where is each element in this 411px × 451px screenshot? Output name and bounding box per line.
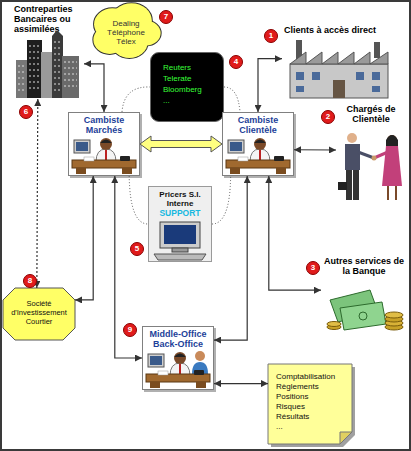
octagon-shape	[3, 288, 75, 340]
connector	[129, 176, 148, 224]
connector	[212, 176, 231, 224]
money-illustration	[327, 290, 403, 330]
node-text: Comptabilisation Règlements Positions Ri…	[268, 364, 352, 432]
office-illustration	[146, 351, 210, 388]
callout-number: 5	[130, 242, 144, 256]
callout-number: 3	[306, 261, 320, 275]
connector	[294, 149, 336, 150]
node-text: Dealing Téléphone Télex	[92, 4, 160, 46]
connector	[269, 176, 321, 290]
connector	[214, 176, 247, 340]
callout-number: 4	[229, 55, 243, 69]
double-arrow	[140, 136, 222, 152]
connector	[75, 176, 93, 300]
node-text: Cambiste Clientèle	[223, 113, 293, 135]
node-text: Société d'Investissement Courtier	[3, 288, 75, 326]
note-box: Comptabilisation Règlements Positions Ri…	[268, 364, 352, 444]
connector	[84, 64, 104, 112]
channel-cloud: Dealing Téléphone Télex	[92, 4, 160, 60]
note-fold	[340, 432, 352, 444]
callout-number: 7	[159, 10, 173, 24]
note-shape	[268, 364, 352, 444]
connector	[122, 87, 150, 112]
connector	[36, 99, 38, 288]
connector	[115, 176, 142, 358]
connector	[214, 383, 268, 384]
computer-illustration	[154, 222, 206, 260]
callout-number: 1	[264, 29, 278, 43]
handshake-illustration	[338, 133, 402, 200]
skyline-illustration	[16, 30, 79, 98]
node-text: Contreparties Bancaires ou assimilées	[14, 4, 84, 34]
callout-number: 2	[321, 110, 335, 124]
callout-number: 9	[123, 323, 137, 337]
callout-number: 6	[19, 105, 33, 119]
node-text: Middle-Office Back-Office	[143, 327, 213, 349]
factory-illustration	[290, 40, 388, 98]
connector	[224, 87, 240, 112]
node-text: Clients à accès direct	[282, 24, 394, 35]
node-text: Reuters Telerate Bloomberg ...	[151, 53, 223, 106]
broker-octagon: Société d'Investissement Courtier	[3, 288, 75, 340]
node-text: Pricers S.I. Interne	[149, 187, 211, 208]
node-text: Chargés de Clientèle	[336, 104, 406, 124]
connector	[258, 59, 282, 112]
info-box: Reuters Telerate Bloomberg ...	[150, 52, 224, 122]
callout-number: 8	[23, 274, 37, 288]
node-text: SUPPORT	[149, 208, 211, 218]
node-text: Autres services de la Banque	[321, 256, 407, 276]
node-text: Cambiste Marchés	[69, 113, 139, 135]
